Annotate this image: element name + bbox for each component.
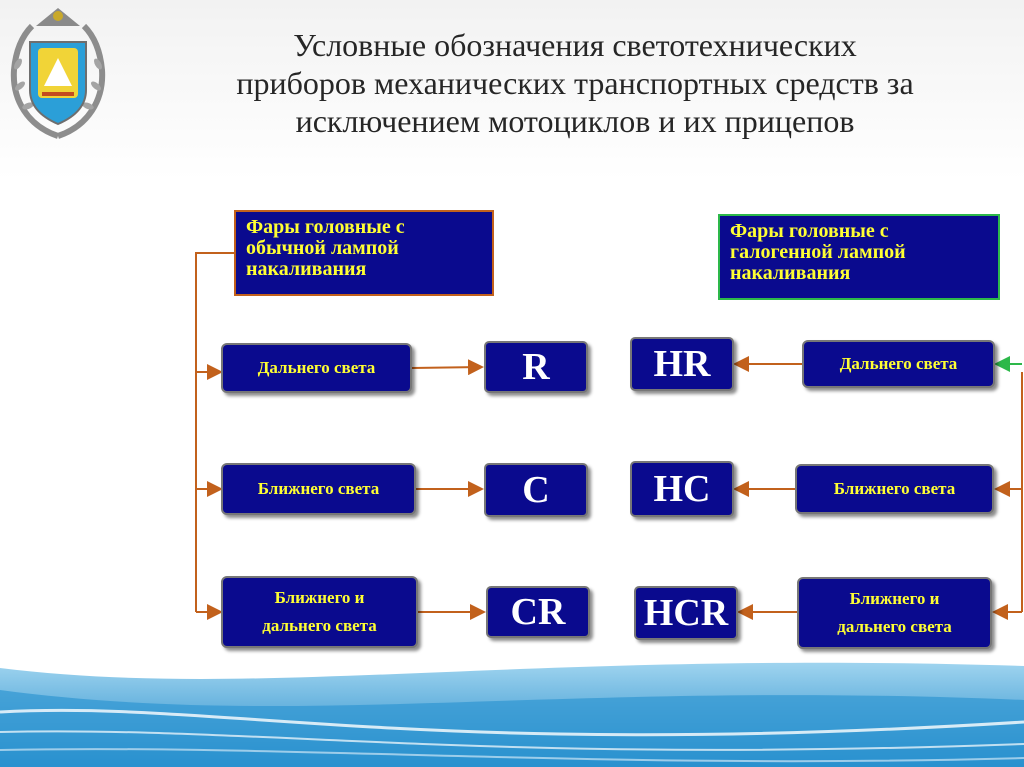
left-label-high-text: Дальнего света — [257, 358, 376, 377]
code-hcr-text: HCR — [643, 592, 729, 634]
code-hr: HR — [630, 337, 734, 391]
right-label-low-text: Ближнего света — [833, 479, 956, 498]
left-label-high-beam: Дальнего света — [221, 343, 412, 393]
code-r-text: R — [522, 346, 550, 388]
right-label-low-beam: Ближнего света — [795, 464, 994, 514]
right-label-low-high-beam: Ближнего и дальнего света — [797, 577, 992, 649]
right-header-line-1: Фары головные с — [730, 220, 889, 242]
right-header-box: Фары головные с галогенной лампой накали… — [718, 214, 1000, 300]
title-line-3: исключением мотоциклов и их прицепов — [295, 103, 855, 139]
code-c-text: C — [522, 469, 550, 511]
right-header-line-3: накаливания — [730, 262, 851, 284]
right-label-high-beam: Дальнего света — [802, 340, 995, 388]
left-label-low-beam: Ближнего света — [221, 463, 416, 515]
code-cr: CR — [486, 586, 590, 638]
code-c: C — [484, 463, 588, 517]
footer-wave — [0, 662, 1024, 767]
left-label-both-line-2: дальнего света — [262, 616, 377, 635]
right-header-line-2: галогенной лампой — [730, 241, 906, 263]
emblem-logo — [10, 8, 106, 139]
left-header-line-3: накаливания — [246, 258, 367, 280]
left-label-low-high-beam: Ближнего и дальнего света — [221, 576, 418, 648]
right-label-both-line-2: дальнего света — [837, 617, 952, 636]
left-bracket-line — [195, 252, 234, 612]
code-hc-text: HC — [653, 468, 711, 510]
code-cr-text: CR — [510, 591, 566, 633]
right-label-both-line-1: Ближнего и — [849, 589, 940, 608]
arrow-high-to-r — [411, 359, 484, 376]
left-header-box: Фары головные с обычной лампой накаливан… — [234, 210, 494, 296]
left-header-line-2: обычной лампой — [246, 237, 399, 259]
right-label-high-text: Дальнего света — [839, 354, 958, 373]
code-hr-text: HR — [653, 343, 711, 385]
page-title: Условные обозначения светотехнических пр… — [130, 26, 1020, 140]
title-line-2: приборов механических транспортных средс… — [236, 65, 914, 101]
code-r: R — [484, 341, 588, 393]
code-hc: HC — [630, 461, 734, 517]
left-header-line-1: Фары головные с — [246, 216, 405, 238]
title-line-1: Условные обозначения светотехнических — [293, 27, 857, 63]
code-hcr: HCR — [634, 586, 738, 640]
header-background — [0, 0, 1024, 180]
left-label-low-text: Ближнего света — [257, 479, 380, 498]
left-label-both-line-1: Ближнего и — [274, 588, 365, 607]
